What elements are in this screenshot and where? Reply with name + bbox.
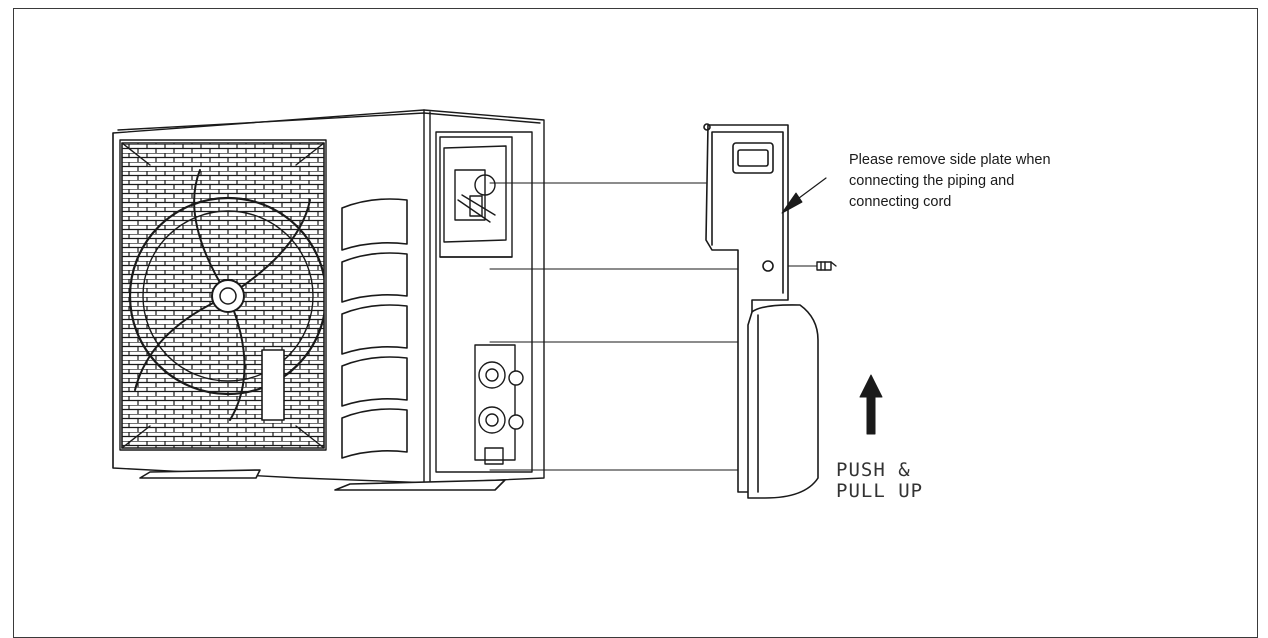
outdoor-unit — [112, 109, 545, 491]
service-opening — [435, 131, 533, 473]
unit-feet — [139, 469, 506, 491]
push-label-line-2: PULL UP — [836, 480, 924, 502]
pointer-arrow-icon — [781, 177, 827, 214]
side-plate — [703, 123, 819, 499]
outdoor-unit-diagram — [112, 109, 883, 499]
instruction-line-2: connecting the piping and — [849, 173, 1015, 189]
screw-hole — [762, 260, 774, 272]
instruction-line-1: Please remove side plate when — [849, 152, 1051, 168]
push-label-line-1: PUSH & — [836, 459, 911, 481]
instruction-line-3: connecting cord — [849, 194, 952, 210]
arrow-up-icon — [859, 374, 883, 435]
side-vents — [341, 198, 408, 459]
push-pull-label: PUSH & PULL UP — [836, 460, 923, 502]
screw-icon — [816, 261, 837, 271]
instruction-note: Please remove side plate when connecting… — [849, 150, 1051, 213]
fan-grill — [119, 139, 327, 451]
leader-lines — [489, 182, 818, 471]
